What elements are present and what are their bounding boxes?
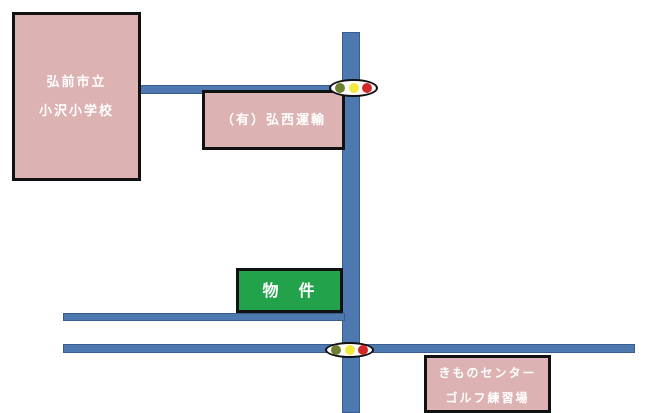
traffic-signal-south [325,342,374,358]
transport-company-label: （有）弘西運輸 [220,112,326,128]
kimono-center-label-line1: きものセンター [438,366,537,380]
school-label-line2: 小沢小学校 [38,103,114,119]
signal-red-light-icon [362,83,373,93]
property-box: 物 件 [236,268,343,313]
signal-yellow-light-icon [344,345,355,355]
signal-yellow-light-icon [348,83,359,93]
traffic-signal-north [329,79,378,97]
road-middle-horizontal [63,313,345,321]
signal-green-light-icon [334,83,345,93]
school-label-line1: 弘前市立 [46,74,107,90]
signal-green-light-icon [330,345,341,355]
kimono-center-box: きものセンター ゴルフ練習場 [424,355,551,413]
property-label: 物 件 [262,280,317,300]
school-box: 弘前市立 小沢小学校 [12,12,141,181]
transport-company-box: （有）弘西運輸 [202,90,345,150]
signal-red-light-icon [358,345,369,355]
kimono-center-label-line2: ゴルフ練習場 [445,391,530,405]
